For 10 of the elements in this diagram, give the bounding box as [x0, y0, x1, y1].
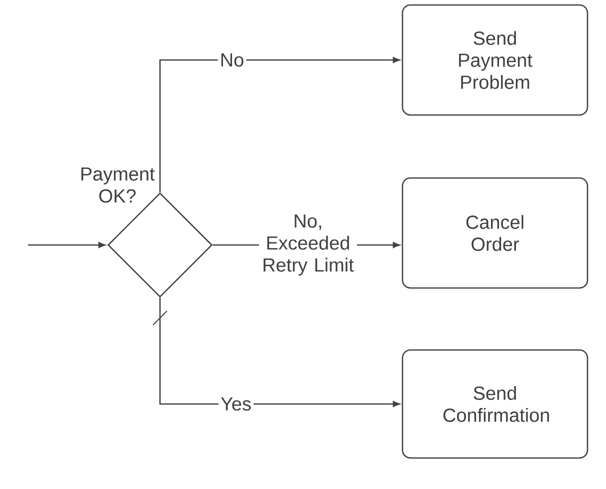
- edge-label: Yes: [218, 395, 254, 413]
- node-label: Payment: [81, 167, 155, 184]
- arrow: [28, 242, 106, 248]
- process-box: Cancel Order: [402, 177, 588, 289]
- edge-label: No, Exceeded Retry Limit: [259, 212, 357, 278]
- process-box: Send Payment Problem: [402, 4, 588, 116]
- arrow: [159, 57, 400, 192]
- edge-label: No: [218, 51, 246, 69]
- arrow: [152, 298, 400, 407]
- process-box: Send Confirmation: [402, 349, 588, 459]
